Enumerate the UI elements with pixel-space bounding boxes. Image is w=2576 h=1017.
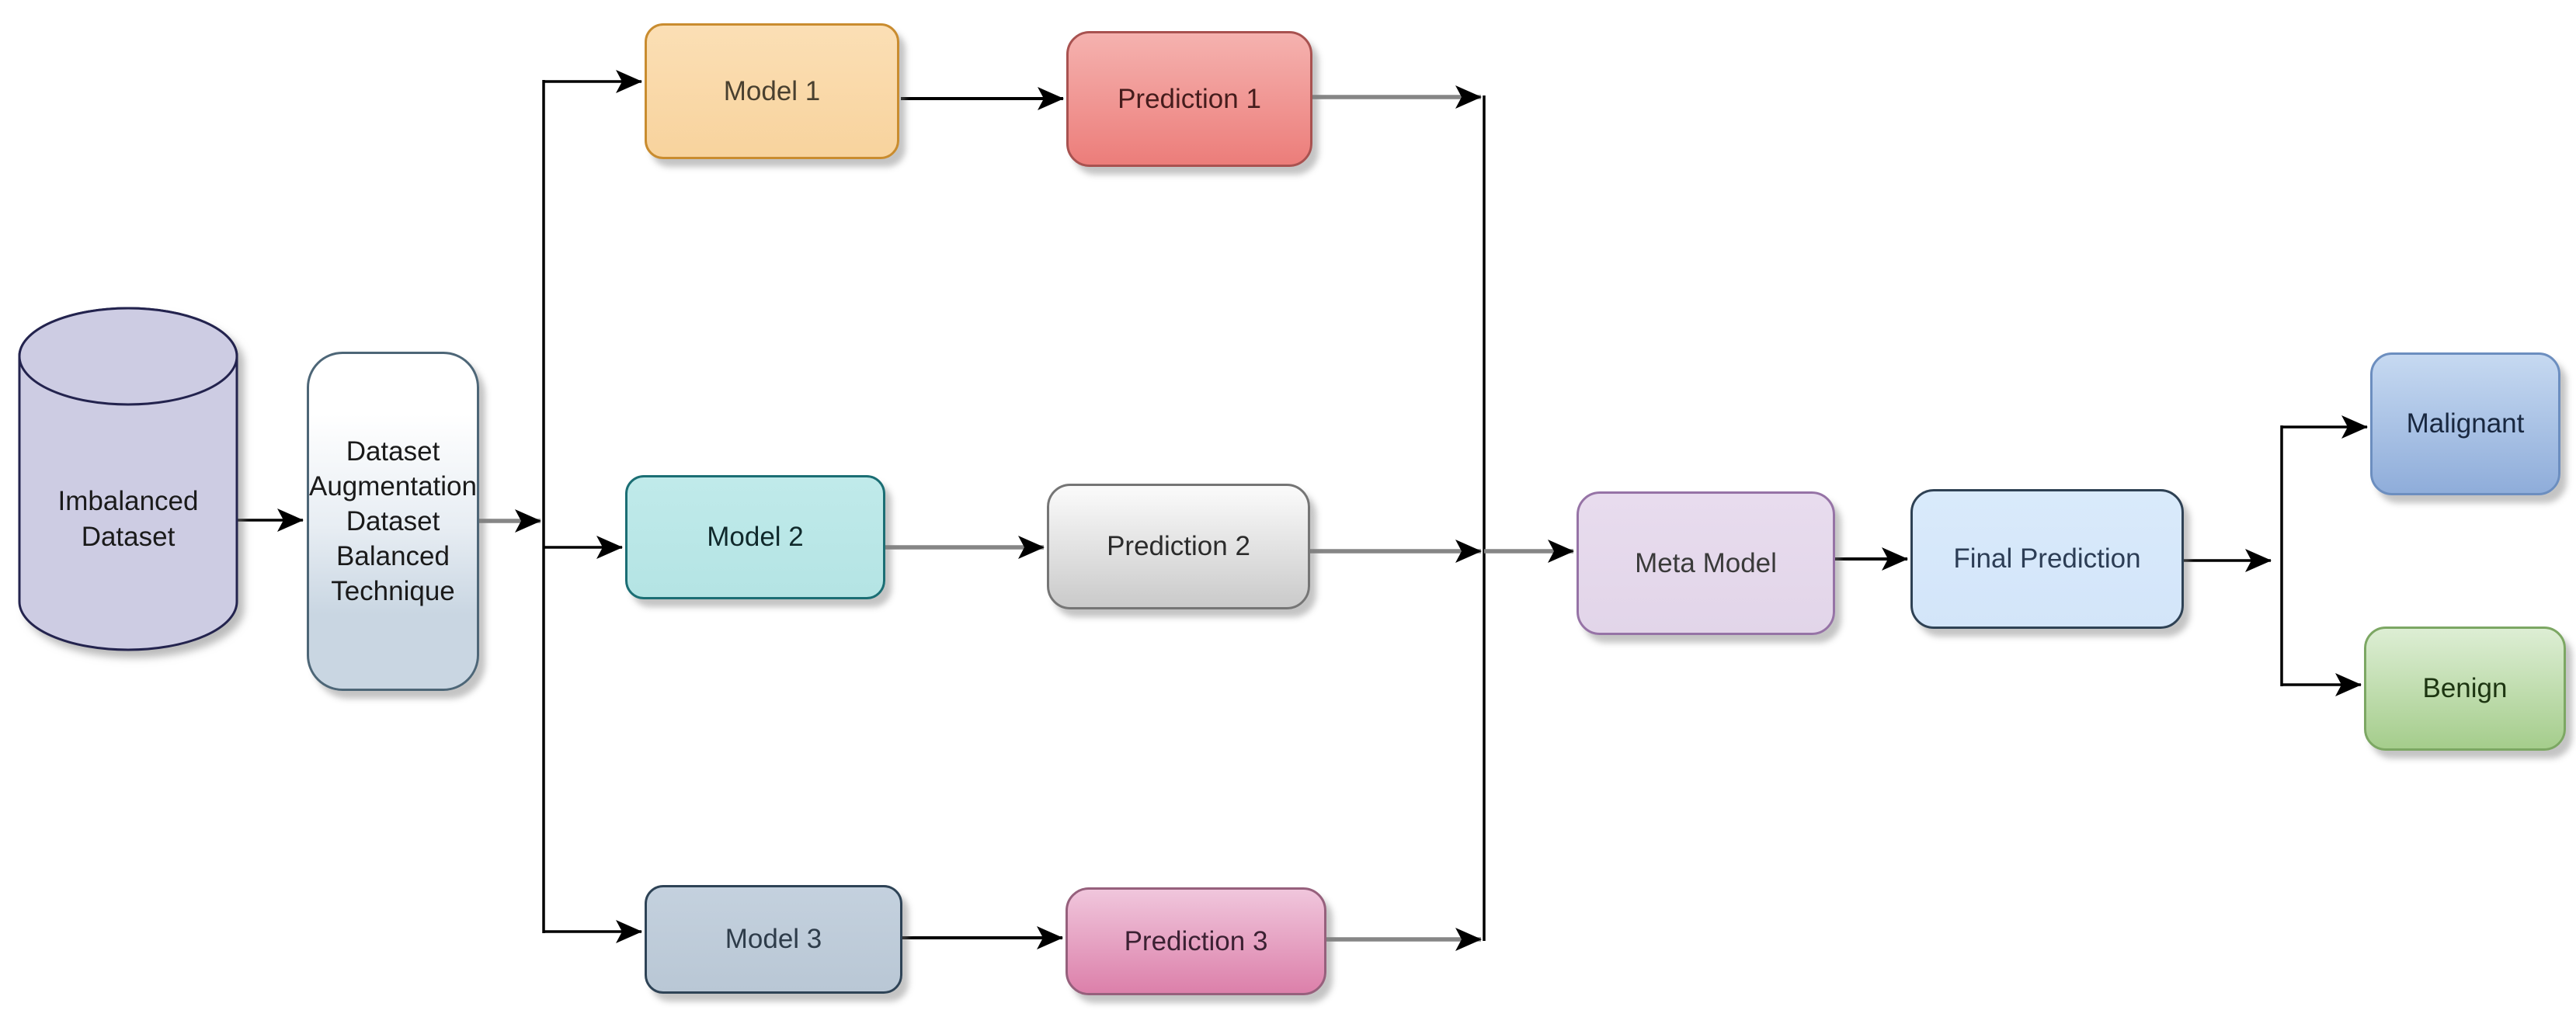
database-cylinder-icon xyxy=(18,307,238,651)
node-label-prediction-3: Prediction 3 xyxy=(1124,925,1268,956)
node-prediction-2: Prediction 2 xyxy=(1047,484,1310,609)
node-label-imbalanced-dataset: Imbalanced Dataset xyxy=(57,486,199,552)
node-model-3: Model 3 xyxy=(645,885,902,994)
node-model-2: Model 2 xyxy=(625,475,885,599)
node-malignant: Malignant xyxy=(2370,352,2560,495)
node-prediction-3: Prediction 3 xyxy=(1066,887,1326,995)
node-label-model-1: Model 1 xyxy=(723,75,821,106)
node-label-model-2: Model 2 xyxy=(707,522,804,552)
node-meta-model: Meta Model xyxy=(1577,491,1835,635)
node-label-benign: Benign xyxy=(2422,673,2508,703)
node-label-model-3: Model 3 xyxy=(725,924,822,954)
node-label-prediction-1: Prediction 1 xyxy=(1118,83,1261,114)
node-model-1: Model 1 xyxy=(645,23,899,159)
node-dataset-augmentation: Dataset Augmentation Dataset Balanced Te… xyxy=(307,352,479,691)
node-label-dataset-augmentation: Dataset Augmentation Dataset Balanced Te… xyxy=(309,436,477,606)
node-label-final-prediction: Final Prediction xyxy=(1953,543,2141,574)
node-prediction-1: Prediction 1 xyxy=(1066,31,1312,167)
node-label-malignant: Malignant xyxy=(2406,408,2525,439)
node-imbalanced-dataset: Imbalanced Dataset xyxy=(18,307,238,651)
node-label-meta-model: Meta Model xyxy=(1635,547,1777,578)
node-final-prediction: Final Prediction xyxy=(1910,489,2184,629)
node-label-prediction-2: Prediction 2 xyxy=(1107,531,1250,561)
node-benign: Benign xyxy=(2364,627,2566,751)
